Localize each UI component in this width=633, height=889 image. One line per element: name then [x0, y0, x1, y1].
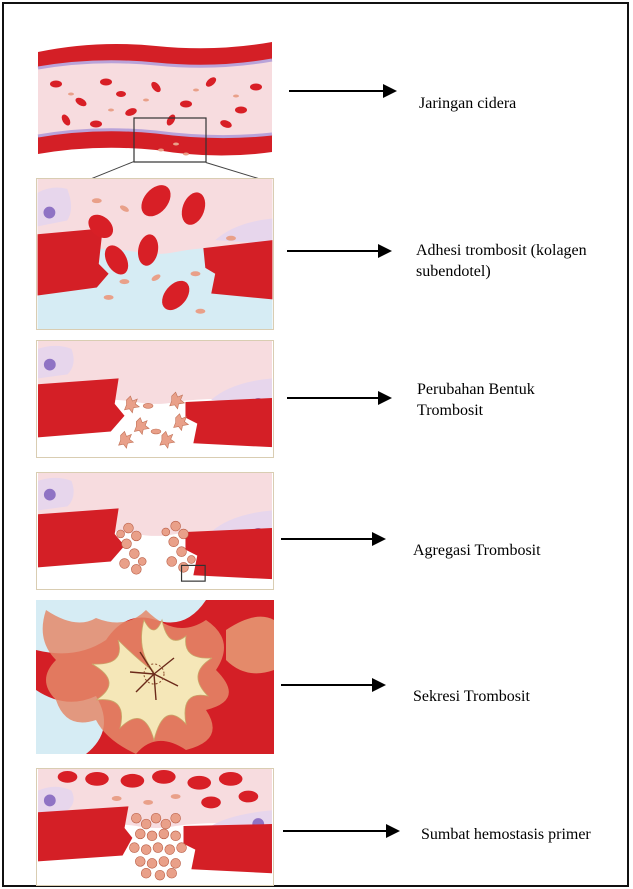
aggregation-illustration	[37, 473, 273, 589]
label-step-1: Jaringan cidera	[419, 93, 516, 114]
label-step-2-line-2: subendotel)	[416, 261, 587, 282]
label-step-4: Agregasi Trombosit	[413, 540, 541, 561]
panel-aggregation	[36, 472, 274, 590]
label-step-6: Sumbat hemostasis primer	[421, 824, 591, 845]
primary-plug-illustration	[37, 769, 273, 885]
arrow-step-4	[281, 538, 384, 540]
label-step-3-line-2: Trombosit	[417, 400, 535, 421]
shape-change-illustration	[37, 341, 273, 457]
label-step-3: Perubahan Bentuk Trombosit	[417, 379, 535, 421]
arrow-step-1	[289, 90, 395, 92]
panel-shape-change	[36, 340, 274, 458]
label-step-6-line-1: Sumbat hemostasis primer	[421, 826, 591, 843]
panel-injured-vessel	[36, 32, 274, 184]
arrow-step-3	[287, 397, 390, 399]
panel-adhesion	[36, 178, 274, 330]
label-step-4-line-1: Agregasi Trombosit	[413, 542, 541, 559]
injured-vessel-illustration	[36, 32, 274, 184]
arrow-step-6	[283, 830, 398, 832]
label-step-3-line-1: Perubahan Bentuk	[417, 379, 535, 400]
label-step-2-line-1: Adhesi trombosit (kolagen	[416, 240, 587, 261]
label-step-1-line-1: Jaringan cidera	[419, 95, 516, 112]
secretion-illustration	[36, 600, 274, 754]
arrow-step-2	[287, 250, 390, 252]
label-step-5-line-1: Sekresi Trombosit	[413, 688, 530, 705]
adhesion-illustration	[37, 179, 273, 329]
label-step-5: Sekresi Trombosit	[413, 686, 530, 707]
panel-secretion	[36, 600, 274, 754]
panel-primary-plug	[36, 768, 274, 886]
label-step-2: Adhesi trombosit (kolagen subendotel)	[416, 240, 587, 282]
arrow-step-5	[281, 684, 384, 686]
